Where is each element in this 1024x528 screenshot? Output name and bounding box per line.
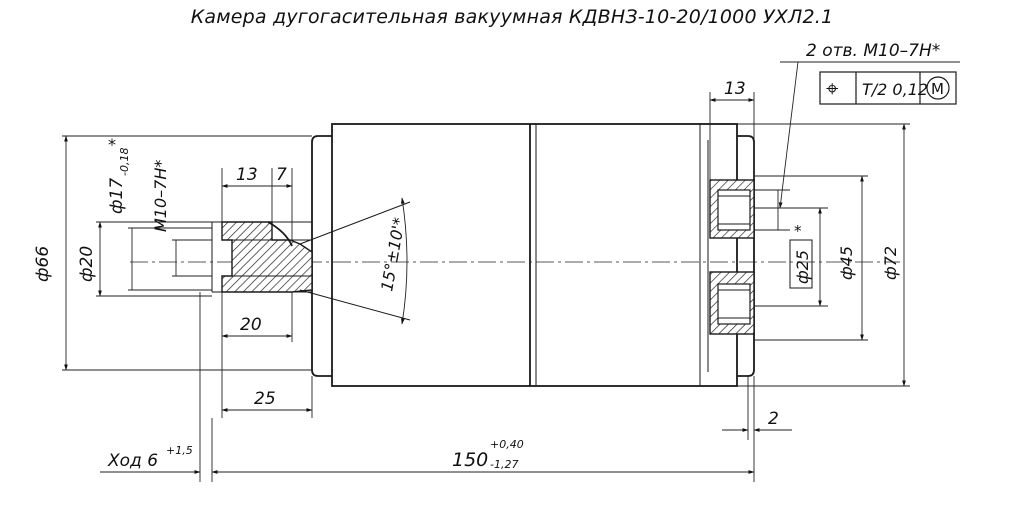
dim-overall-tol-upper: +0,40 <box>490 438 524 451</box>
dim-angle: 15°±10'* <box>377 216 409 293</box>
dim-dia45: ф45 <box>837 246 856 280</box>
dim-dia25: ф25 <box>793 250 812 284</box>
dim-13-right: 13 <box>724 79 746 99</box>
tolerance-modifier: М <box>931 80 944 98</box>
dim-dia25-star: * <box>794 222 802 240</box>
dim-dia17-tol: -0,18 <box>118 148 131 176</box>
dim-2: 2 <box>768 409 779 429</box>
dim-overall: 150 <box>452 449 488 471</box>
dim-dia72: ф72 <box>881 246 900 280</box>
dim-dia66: ф66 <box>33 246 53 282</box>
dim-dia17: ф17 <box>107 178 127 214</box>
drawing-title: Камера дугогасительная вакуумная КДВНЗ-1… <box>190 6 834 28</box>
dim-overall-tol-lower: -1,27 <box>490 458 518 471</box>
dim-25: 25 <box>254 389 276 409</box>
dim-stroke: Ход 6 <box>107 451 158 471</box>
holes-note: 2 отв. М10–7Н* <box>806 41 940 61</box>
dim-13-left: 13 <box>236 165 258 185</box>
tolerance-value: Т/2 0,12 <box>862 80 928 99</box>
dim-dia17-star: * <box>108 135 116 154</box>
dim-dia20: ф20 <box>77 246 97 282</box>
tolerance-frame: ⌖ Т/2 0,12 М <box>819 71 957 105</box>
dim-20: 20 <box>240 315 262 335</box>
dim-7: 7 <box>276 165 287 185</box>
left-contact-section <box>211 201 411 321</box>
dim-stroke-tol: +1,5 <box>166 444 193 457</box>
chamber-body <box>311 123 755 387</box>
right-threaded-holes <box>709 179 755 335</box>
dim-thread-left: М10–7Н* <box>151 160 170 232</box>
position-tolerance-icon: ⌖ <box>826 77 838 102</box>
